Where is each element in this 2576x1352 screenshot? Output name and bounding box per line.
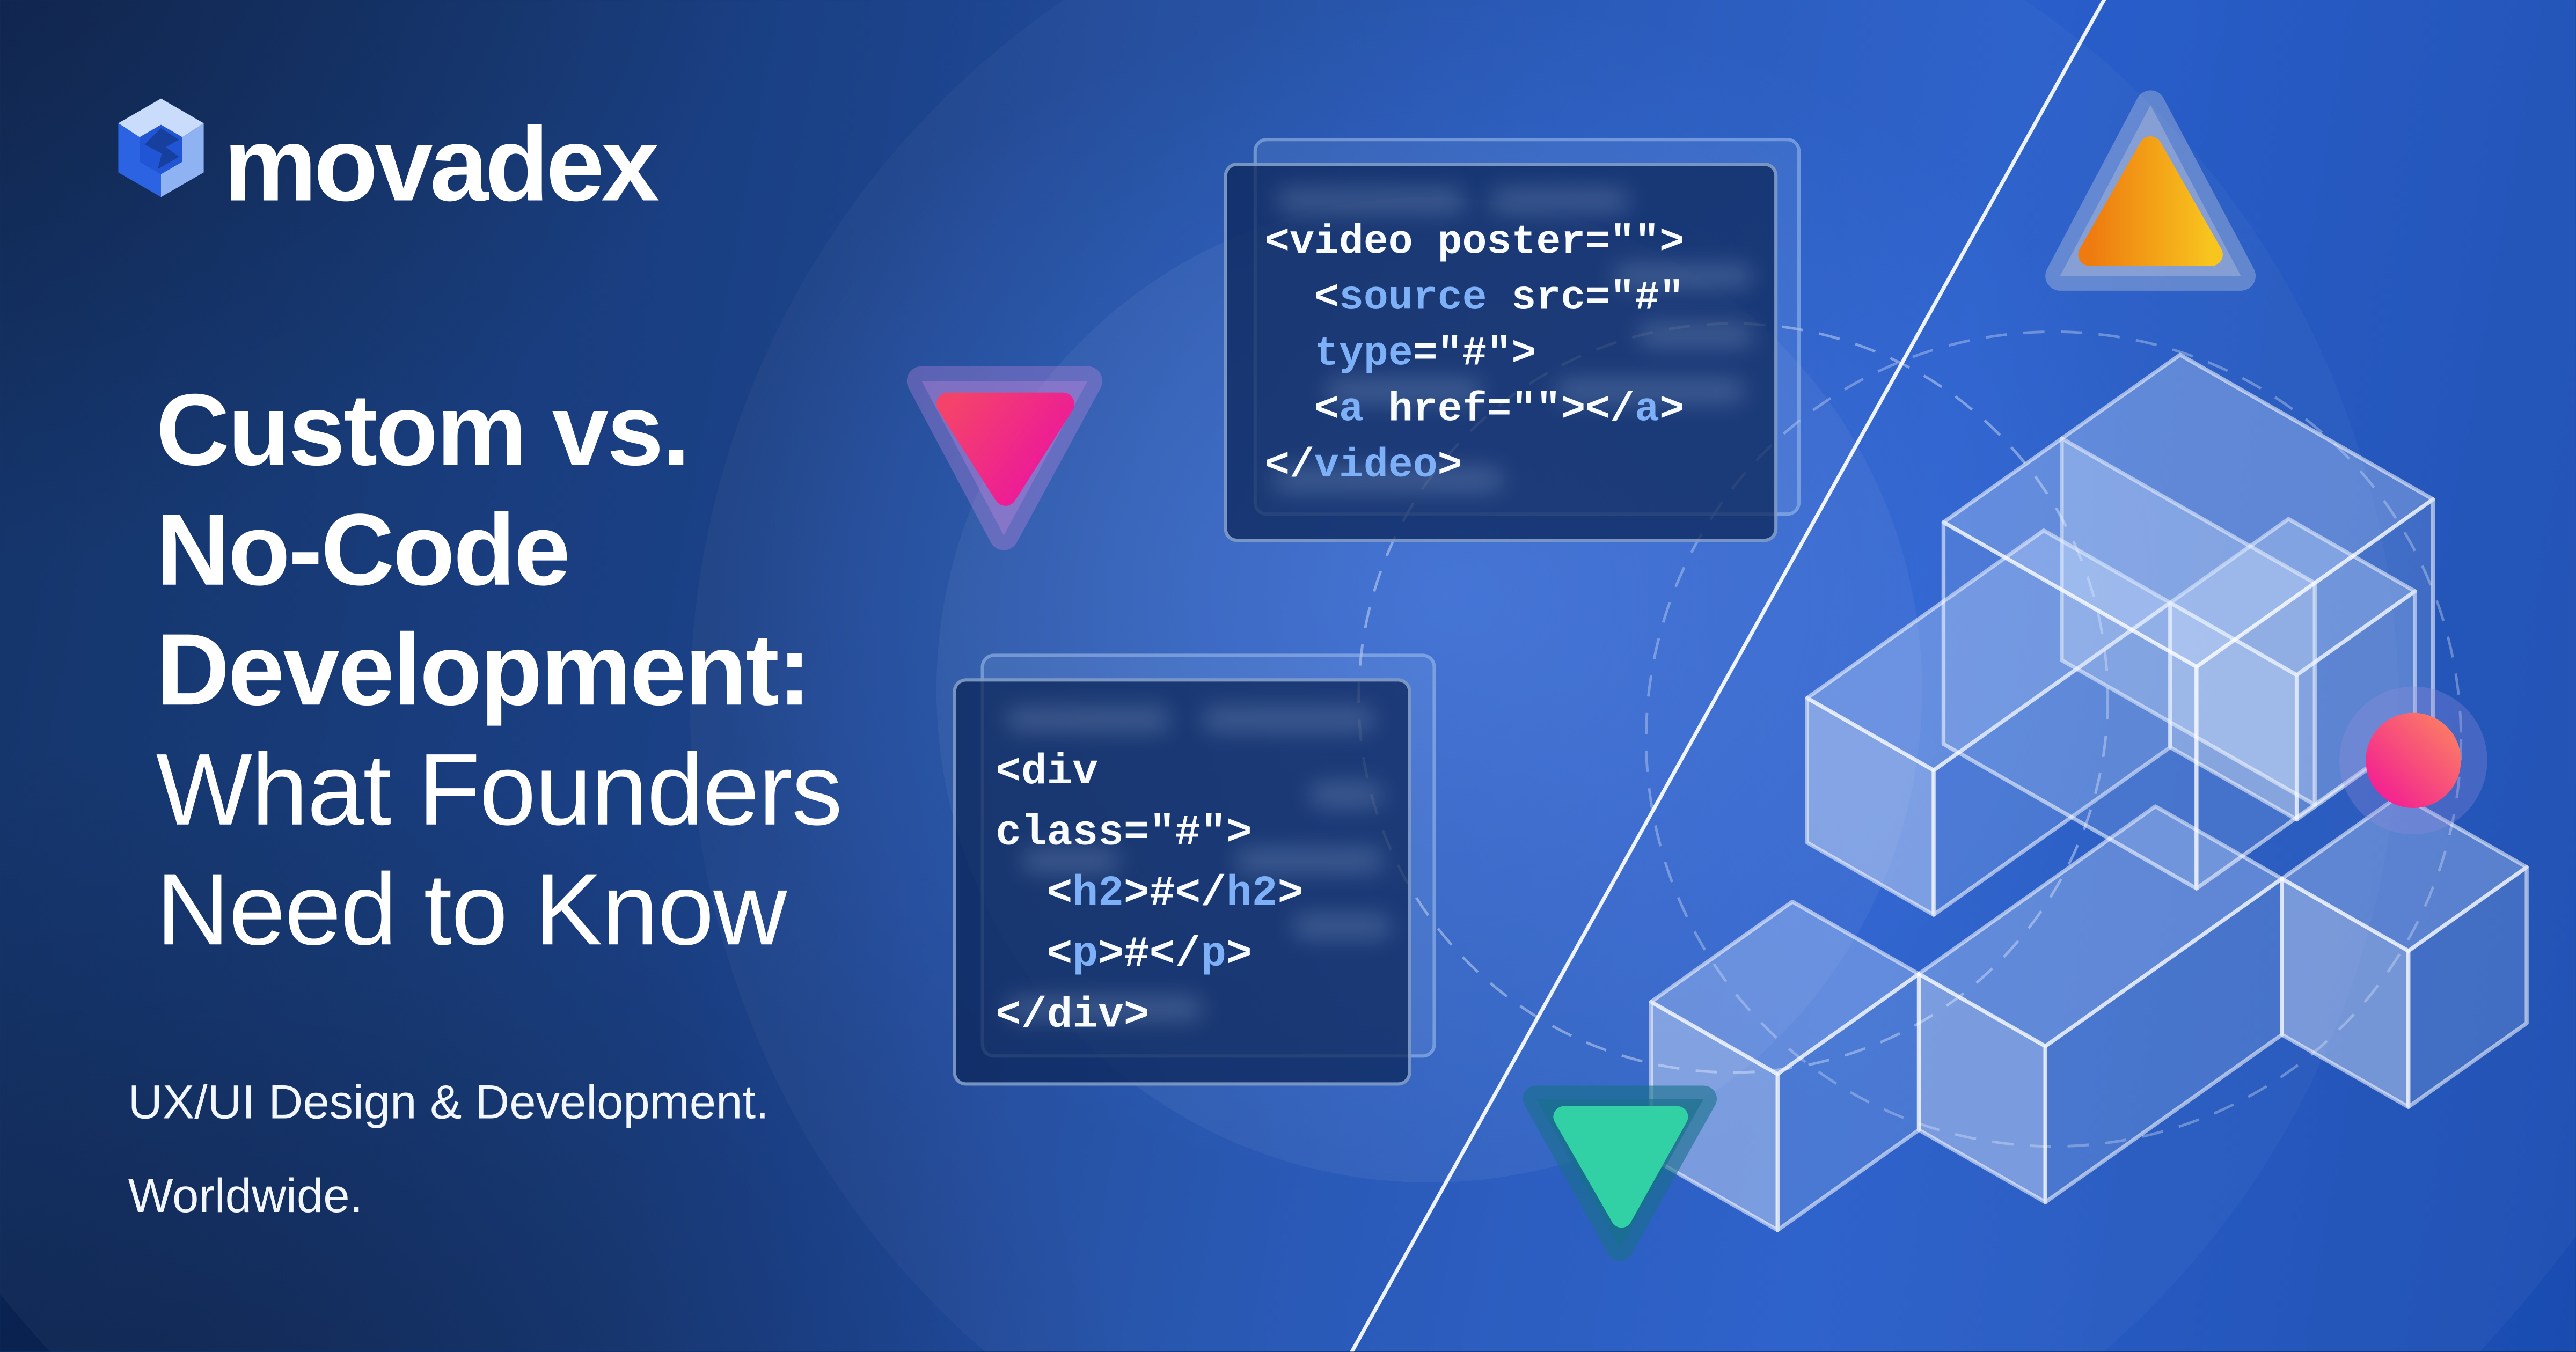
code-line: type="#"> (1314, 330, 1536, 378)
orange-triangle-shape (2078, 136, 2223, 266)
code-line: <p>#</p> (1046, 929, 1252, 979)
pink-triangle-shape (936, 392, 1075, 506)
blurred-code-ghost (1276, 189, 1466, 212)
blurred-code-ghost (1638, 324, 1753, 347)
subtitle-line: Worldwide. (128, 1171, 363, 1224)
code-line: <div (996, 747, 1099, 797)
blurred-code-ghost (1326, 379, 1482, 402)
code-card-video: <video poster=""> <source src="#" type="… (1224, 163, 1778, 542)
blurred-code-ghost (1022, 849, 1121, 872)
blurred-code-ghost (1613, 264, 1753, 288)
diagonal-divider-line (1349, 0, 2106, 1352)
title-line: Development: (156, 614, 811, 728)
glass-block-middle (1805, 517, 2417, 917)
title-line: Need to Know (156, 854, 787, 968)
blurred-code-ghost (1309, 783, 1384, 807)
glass-block-bottom (1649, 792, 2529, 1232)
code-line: <source src="#" (1314, 274, 1684, 322)
accent-shapes (906, 90, 2487, 1262)
glass-blocks-illustration (1649, 352, 2529, 1232)
movadex-logo-icon (118, 98, 204, 197)
code-snippet-div: <div class="#"> <h2>#</h2> <p>#</p> </di… (956, 681, 1408, 1046)
title-line: What Founders (156, 734, 843, 848)
blurred-code-ghost (1202, 708, 1375, 731)
blurred-code-ghost (1490, 189, 1630, 212)
code-line: <video poster=""> (1265, 218, 1684, 266)
pink-circle-shape (2366, 712, 2461, 809)
blurred-code-ghost (1293, 915, 1392, 938)
code-line: </div> (996, 990, 1150, 1040)
title-line: Custom vs. (156, 374, 691, 488)
code-snippet-video: <video poster=""> <source src="#" type="… (1227, 166, 1774, 494)
subtitle-line: UX/UI Design & Development. (128, 1077, 769, 1130)
blurred-code-ghost (1273, 468, 1504, 491)
code-line: </video> (1265, 442, 1462, 490)
brand-wordmark: movadex (223, 105, 660, 224)
blurred-code-ghost (1555, 379, 1745, 402)
title-line: No-Code (156, 494, 570, 608)
blurred-code-ghost (1235, 849, 1384, 872)
glass-block-top (1941, 352, 2435, 891)
code-line: class="#"> (996, 808, 1252, 857)
code-line: <a href=""></a> (1314, 386, 1685, 434)
page-title: Custom vs. No-Code Development: What Fou… (156, 371, 843, 971)
teal-triangle-shape (1553, 1106, 1688, 1228)
code-line: <h2>#</h2> (1046, 869, 1304, 919)
code-card-div: <div class="#"> <h2>#</h2> <p>#</p> </di… (953, 678, 1411, 1086)
blurred-code-ghost (1005, 708, 1170, 731)
blurred-code-ghost (1005, 997, 1203, 1020)
